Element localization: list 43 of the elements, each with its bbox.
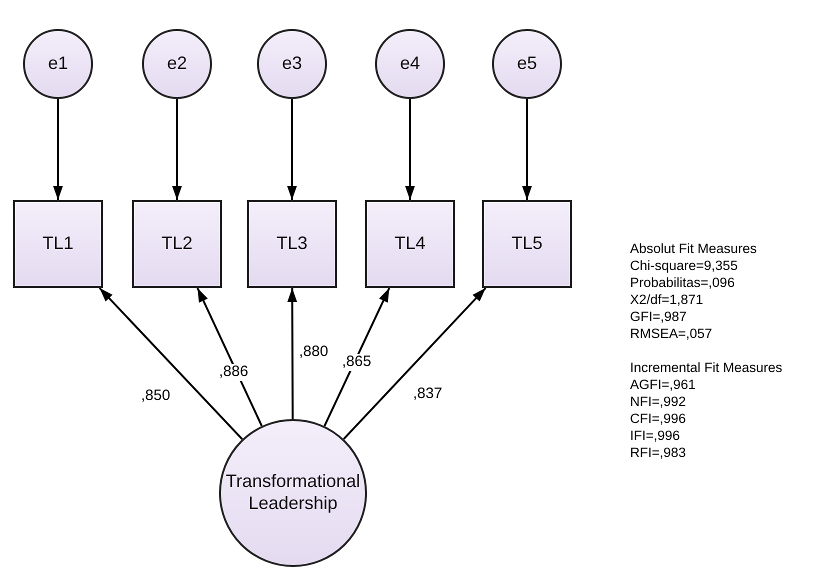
arrow — [342, 287, 486, 440]
arrow — [172, 99, 182, 200]
node-label: Transformational Leadership — [224, 471, 362, 515]
fit-measure-text: X2/df=1,871 — [630, 291, 704, 308]
section-heading: Absolut Fit Measures — [630, 240, 757, 257]
node-label: e4 — [400, 53, 420, 75]
node-label: TL3 — [276, 233, 308, 255]
arrow — [196, 288, 263, 426]
node-label: e3 — [282, 53, 302, 75]
observed-variable-box — [482, 200, 572, 288]
fit-measure-text: NFI=,992 — [630, 393, 686, 410]
edge-label: ,865 — [341, 354, 372, 370]
fit-measure-text: RMSEA=,057 — [630, 325, 712, 342]
observed-variable-box — [247, 200, 337, 288]
arrow — [287, 99, 297, 200]
edge-label: ,886 — [218, 364, 250, 380]
arrow — [405, 99, 415, 200]
fit-measure-text: CFI=,996 — [630, 410, 686, 427]
edge-label: ,850 — [140, 388, 172, 404]
arrow — [287, 288, 298, 419]
edge-label: ,880 — [298, 344, 330, 360]
arrow — [53, 99, 63, 200]
node-label: TL4 — [394, 233, 426, 255]
arrow — [522, 99, 532, 200]
section-heading: Incremental Fit Measures — [630, 359, 782, 376]
node-label: e5 — [516, 53, 538, 75]
observed-variable-box — [365, 200, 455, 288]
fit-measure-text: RFI=,983 — [630, 444, 686, 461]
fit-measure-text: Probabilitas=,096 — [630, 274, 735, 291]
node-label: e2 — [166, 53, 188, 75]
observed-variable-box — [13, 200, 103, 288]
fit-measure-text: GFI=,987 — [630, 308, 687, 325]
node-label: TL5 — [511, 233, 543, 255]
arrow — [98, 287, 243, 440]
node-label: TL2 — [161, 233, 193, 255]
fit-measure-text: AGFI=,961 — [630, 376, 696, 393]
edge-label: ,837 — [412, 386, 444, 402]
arrow — [324, 288, 390, 426]
observed-variable-box — [132, 200, 222, 288]
node-label: e1 — [48, 53, 68, 75]
fit-measure-text: Chi-square=9,355 — [630, 257, 738, 274]
fit-measure-text: IFI=,996 — [630, 427, 680, 444]
node-label: TL1 — [42, 233, 74, 255]
